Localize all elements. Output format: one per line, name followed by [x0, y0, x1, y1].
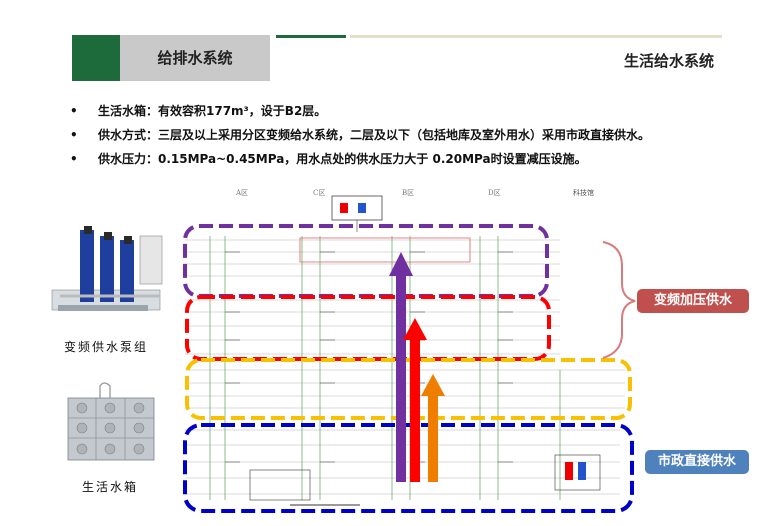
- zone-label-c: C区: [313, 189, 325, 197]
- purple-arrow-icon: [389, 252, 413, 482]
- water-tank-caption: 生活水箱: [82, 480, 139, 494]
- bullet-item: • 供水压力：0.15MPa~0.45MPa，用水点处的供水压力大于 0.20MP…: [70, 150, 650, 174]
- bottom-pump-room: [249, 454, 601, 506]
- zone-box-yellow: [185, 358, 632, 420]
- zone-label-science: 科技馆: [573, 188, 594, 197]
- pump-set-caption: 变频供水泵组: [64, 340, 149, 354]
- pump-set-image: [51, 226, 163, 311]
- bullet-dot-icon: •: [70, 152, 78, 166]
- roof-tank-box: [331, 195, 383, 232]
- bullet-text: 供水方式：三层及以上采用分区变频给水系统，二层及以下（包括地库及室外用水）采用市…: [98, 128, 651, 142]
- bullet-dot-icon: •: [70, 128, 78, 142]
- bullet-dot-icon: •: [70, 104, 78, 118]
- header-rule-green: [276, 35, 346, 38]
- page-title: 生活给水系统: [623, 52, 714, 70]
- variable-freq-tag: 变频加压供水: [637, 289, 749, 313]
- bullet-list: • 生活水箱：有效容积177m³，设于B2层。 • 供水方式：三层及以上采用分区变频…: [70, 102, 650, 174]
- header-rule-tan: [350, 35, 722, 38]
- branch-stubs: [225, 251, 513, 463]
- orange-arrow-icon: [421, 374, 445, 482]
- red-arrow-icon: [403, 318, 427, 482]
- bullet-item: • 生活水箱：有效容积177m³，设于B2层。: [70, 102, 650, 126]
- zone-box-blue: [183, 423, 634, 513]
- bullet-text: 供水压力：0.15MPa~0.45MPa，用水点处的供水压力大于 0.20MPa…: [98, 152, 587, 166]
- zone-label-a: A区: [235, 189, 248, 197]
- zone-label-d: D区: [488, 189, 501, 197]
- risers: [209, 236, 561, 500]
- section-label: 给排水系统: [157, 49, 233, 67]
- bullet-item: • 供水方式：三层及以上采用分区变频给水系统，二层及以下（包括地库及室外用水）采用…: [70, 126, 650, 150]
- header-grey-block: [120, 35, 270, 81]
- header-green-block: [72, 35, 120, 81]
- water-tank-image: [67, 382, 155, 461]
- zone-box-red: [185, 295, 551, 361]
- zone-label-b: B区: [402, 189, 414, 197]
- bullet-text: 生活水箱：有效容积177m³，设于B2层。: [98, 104, 327, 118]
- top-pipe-loop: [299, 237, 471, 263]
- zone-box-purple: [183, 224, 549, 298]
- brace-icon: [602, 241, 636, 359]
- municipal-tag: 市政直接供水: [645, 450, 749, 474]
